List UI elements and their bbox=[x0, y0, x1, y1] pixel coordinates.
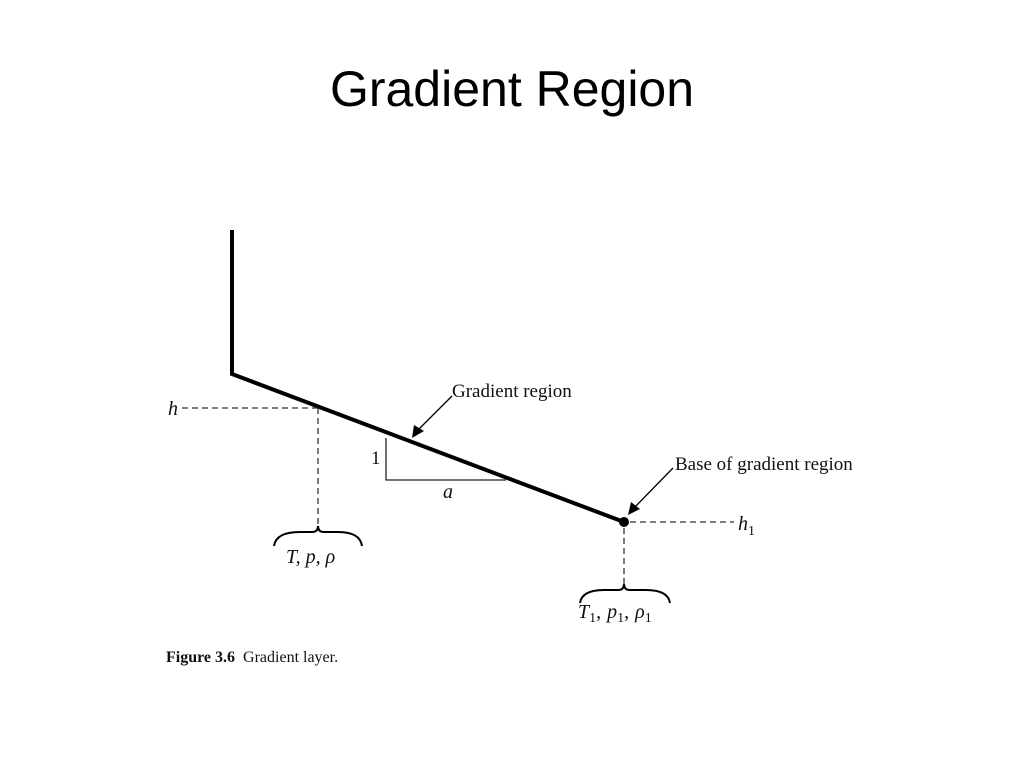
slope-triangle bbox=[385, 438, 506, 481]
base-region-arrowhead bbox=[628, 502, 640, 515]
figure-caption: Figure 3.6 Gradient layer. bbox=[166, 649, 338, 666]
h1-label-main: h bbox=[738, 513, 748, 535]
right-state-comma-1: , bbox=[596, 601, 601, 623]
gradient-region-label: Gradient region bbox=[452, 381, 572, 402]
h-label: h bbox=[168, 398, 178, 420]
base-point bbox=[619, 517, 629, 527]
right-state-label: T1,p1,ρ1 bbox=[578, 601, 652, 626]
right-state-comma-2: , bbox=[624, 601, 629, 623]
h1-label-subscript: 1 bbox=[748, 524, 755, 539]
left-state-brace bbox=[273, 525, 363, 547]
figure-caption-text: Gradient layer. bbox=[243, 649, 338, 666]
base-region-leader bbox=[631, 467, 674, 511]
slide-title: Gradient Region bbox=[329, 61, 695, 117]
right-state-T: T bbox=[578, 601, 591, 623]
right-state-rho-subscript: 1 bbox=[645, 611, 652, 626]
base-of-gradient-region-label: Base of gradient region bbox=[675, 454, 853, 475]
left-state-label: T, p, ρ bbox=[286, 546, 335, 568]
right-state-brace bbox=[579, 583, 671, 604]
right-state-p: p bbox=[605, 601, 617, 623]
h1-label: h1 bbox=[738, 513, 755, 539]
right-state-rho: ρ bbox=[634, 601, 645, 623]
slope-run-label: a bbox=[443, 481, 453, 503]
slope-rise-label: 1 bbox=[371, 448, 381, 469]
gradient-region-leader bbox=[415, 395, 453, 433]
figure-number: Figure 3.6 bbox=[166, 649, 235, 666]
right-state-p-subscript: 1 bbox=[617, 611, 624, 626]
temperature-profile-line bbox=[230, 230, 625, 524]
right-state-T-subscript: 1 bbox=[589, 611, 596, 626]
gradient-region-arrowhead bbox=[412, 425, 424, 438]
